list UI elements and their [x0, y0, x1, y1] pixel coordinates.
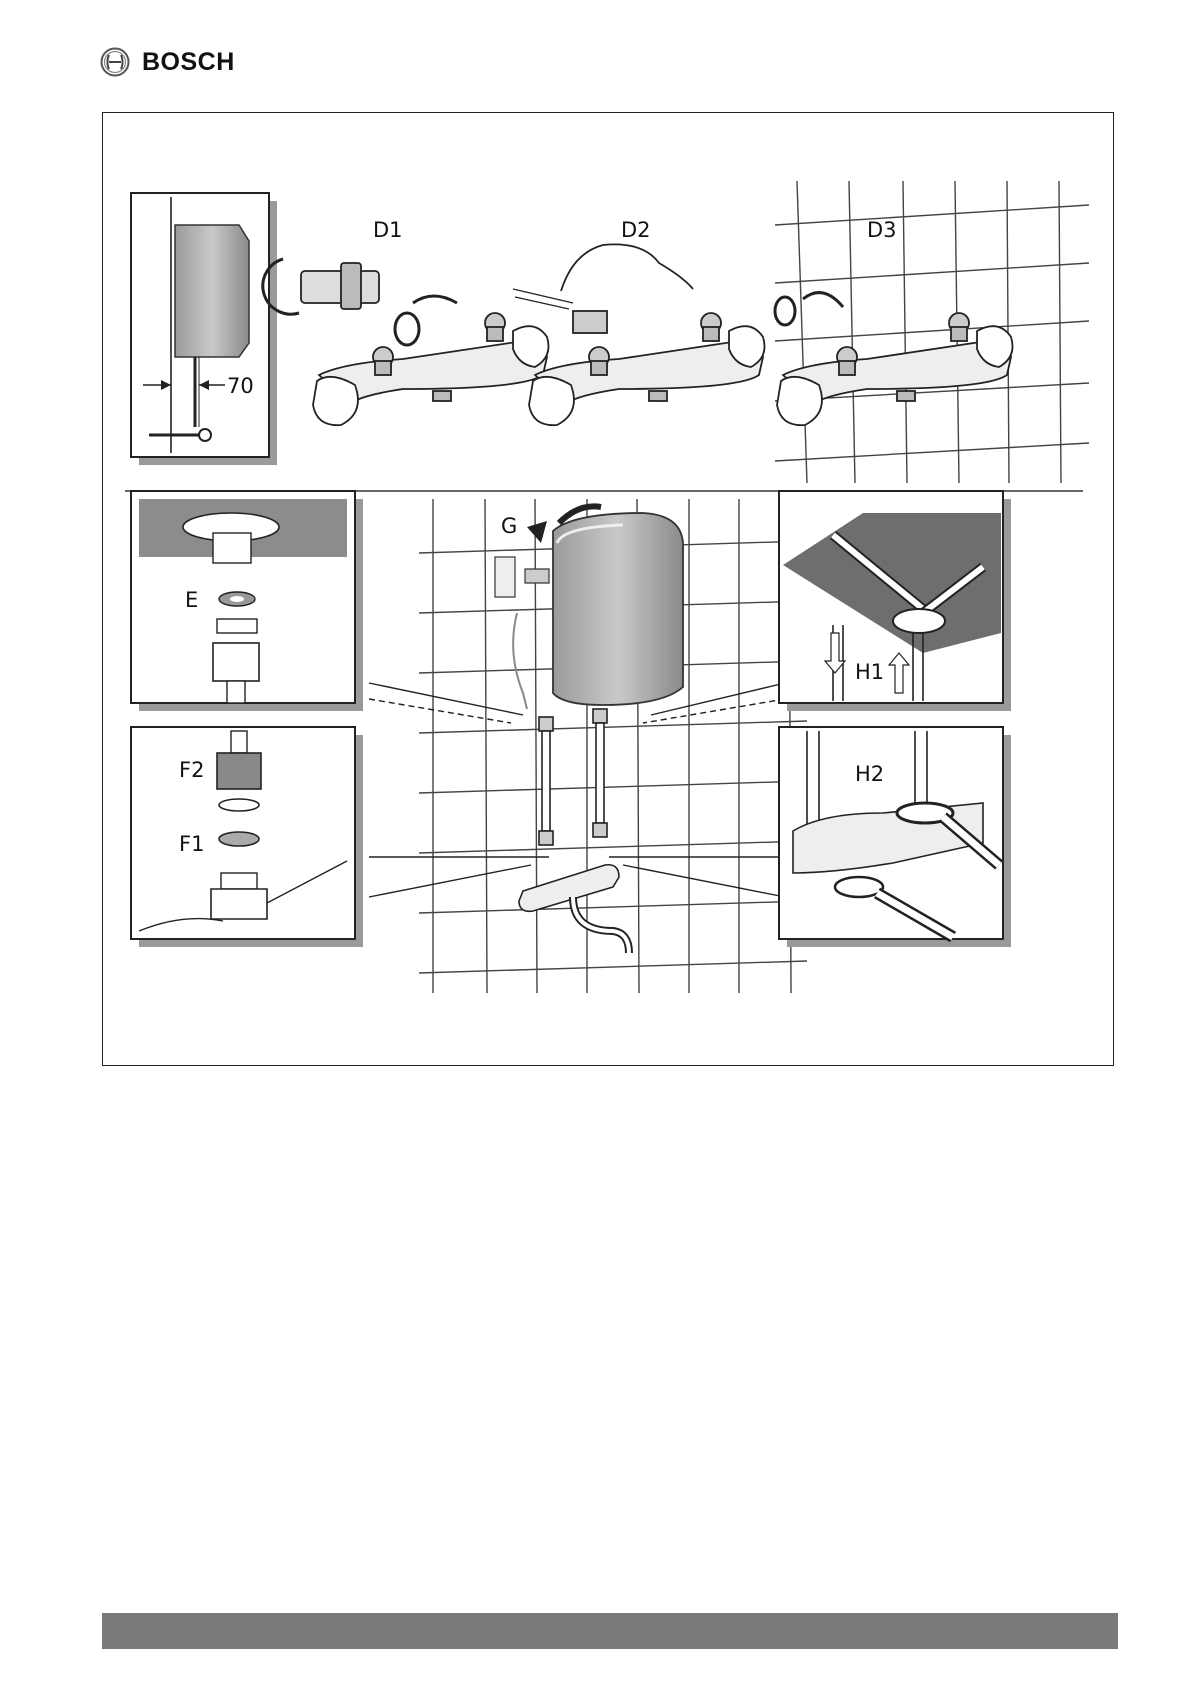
callout-box-h1: H1 [779, 491, 1011, 711]
brand-name: BOSCH [142, 48, 235, 77]
label-d3: D3 [867, 218, 897, 242]
callout-lines [369, 683, 785, 897]
footer-bar [102, 1613, 1118, 1649]
label-h2: H2 [855, 762, 884, 786]
label-f1: F1 [179, 832, 204, 856]
bosch-armature-icon [100, 47, 130, 77]
label-e: E [185, 588, 198, 612]
installation-figure: 70 D1 D2 D3 [102, 112, 1114, 1066]
dimension-label: 70 [227, 374, 254, 398]
label-h1: H1 [855, 660, 884, 684]
callout-box-h2: H2 [779, 727, 1011, 947]
faucet-d2 [513, 244, 765, 425]
brand-header: BOSCH [100, 42, 235, 82]
water-heater [495, 506, 683, 709]
label-f2: F2 [179, 758, 204, 782]
installation-illustration: 70 D1 D2 D3 [103, 113, 1113, 1065]
callout-box-e: E [131, 491, 363, 711]
label-d2: D2 [621, 218, 651, 242]
label-d1: D1 [373, 218, 403, 242]
callout-box-f: F2 F1 [131, 727, 363, 947]
label-g: G [501, 514, 517, 538]
faucet-d3 [775, 293, 1013, 426]
faucet-d1 [263, 259, 549, 425]
side-view-panel: 70 [131, 193, 277, 465]
tile-wall-upper [775, 181, 1089, 483]
